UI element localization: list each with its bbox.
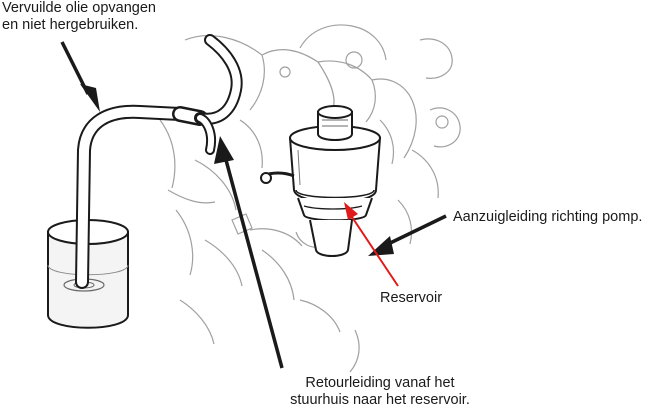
reservoir-body bbox=[260, 105, 382, 257]
engine-sketch bbox=[159, 24, 461, 373]
rack-return-pipe bbox=[194, 34, 243, 155]
return-line-label: Retourleiding vanaf het stuurhuis naar h… bbox=[270, 375, 490, 409]
arrow-oil-catch bbox=[60, 41, 100, 112]
suction-line-label: Aanzuigleiding richting pomp. bbox=[453, 209, 643, 225]
arrow-reservoir bbox=[344, 202, 399, 287]
oil-catch-label-line-2: en niet hergebruiken. bbox=[2, 17, 139, 33]
oil-catch-label: Vervuilde olie opvangen en niet hergebru… bbox=[2, 0, 156, 34]
return-line-label-line-2: stuurhuis naar het reservoir. bbox=[290, 392, 470, 408]
arrow-return-line bbox=[214, 136, 284, 369]
return-line-label-line-1: Retourleiding vanaf het bbox=[305, 375, 455, 391]
reservoir-label: Reservoir bbox=[380, 290, 443, 306]
oil-catch-label-line-1: Vervuilde olie opvangen bbox=[2, 0, 156, 16]
arrow-suction-line bbox=[368, 214, 447, 256]
